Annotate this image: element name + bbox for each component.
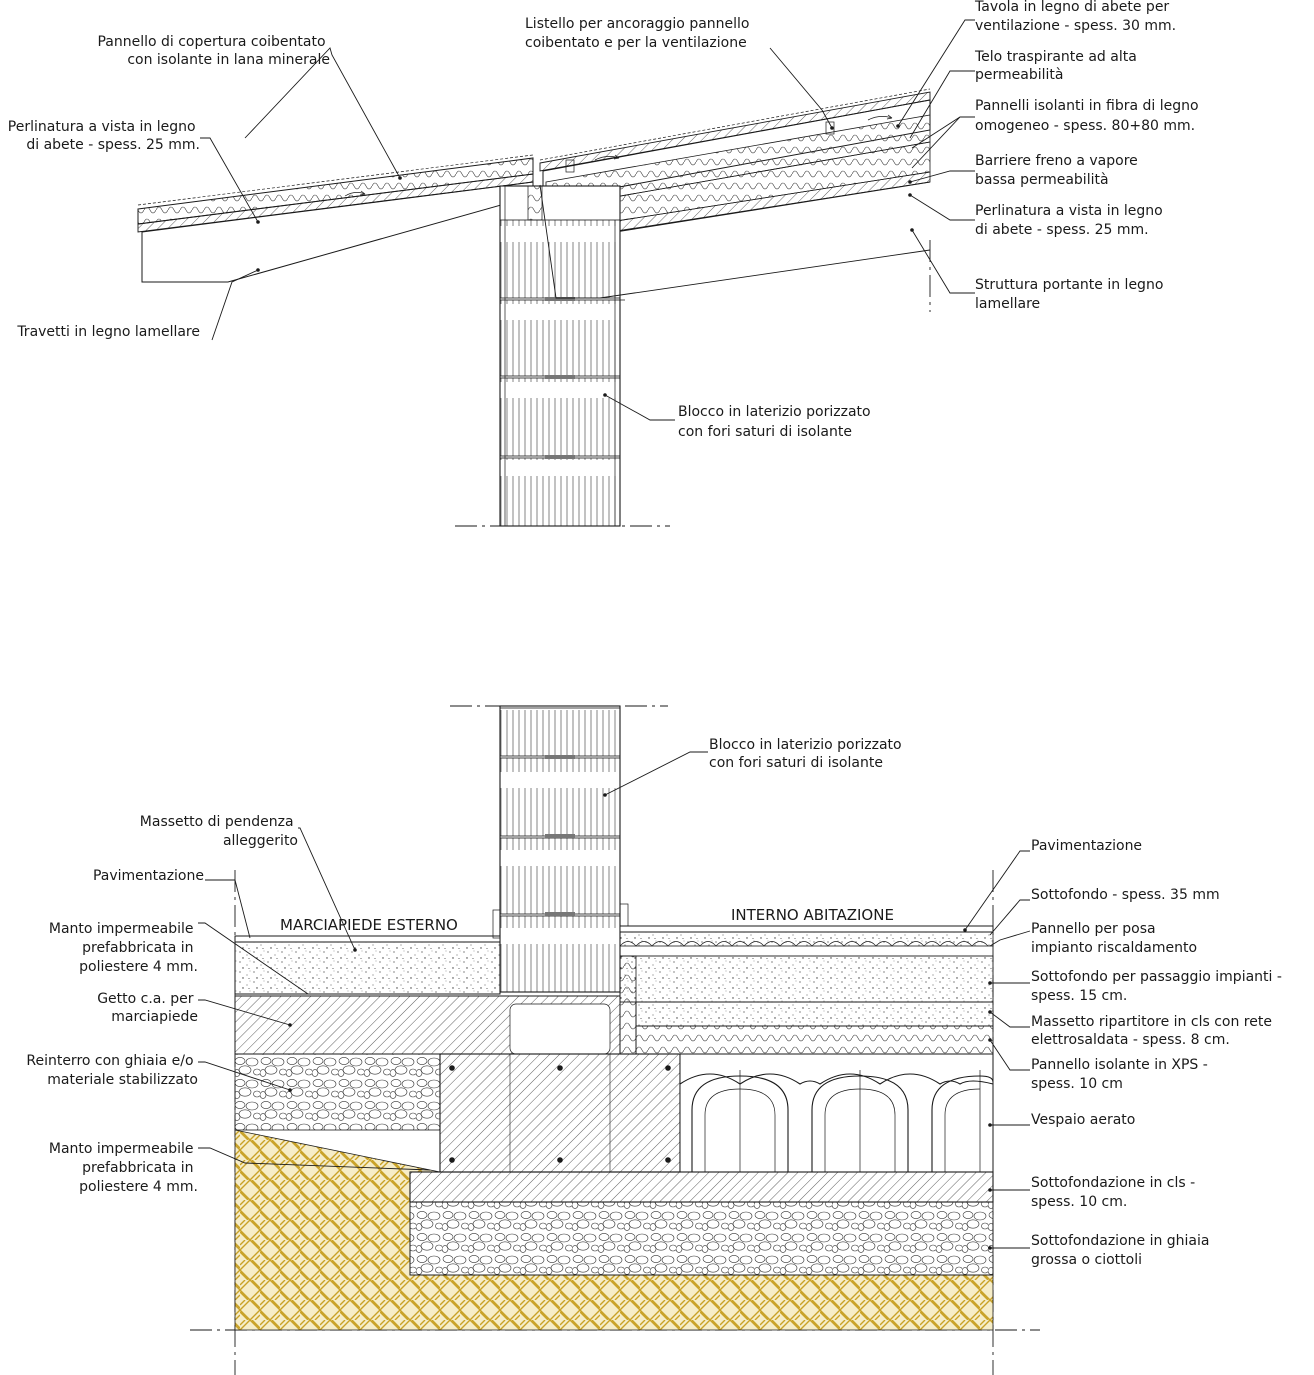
label-perlinatura-right: Perlinatura a vista in legno di abete - …: [975, 203, 1167, 238]
label-listello: Listello per ancoraggio pannello coibent…: [525, 16, 754, 51]
label-manto-top: Manto impermeabile prefabbricata in poli…: [49, 921, 198, 975]
ventilated-crawlspace: [679, 1053, 994, 1173]
label-manto-bottom: Manto impermeabile prefabbricata in poli…: [49, 1141, 198, 1195]
label-xps: Pannello isolante in XPS - spess. 10 cm: [1031, 1057, 1212, 1092]
roof-section: Perlinatura a vista in legno di abete - …: [8, 0, 1203, 527]
label-pannello-posa: Pannello per posa impianto riscaldamento: [1031, 921, 1197, 956]
sub-foundation: [409, 1171, 994, 1276]
foundation-leaders: [198, 751, 1031, 1250]
label-pavimentazione-left: Pavimentazione: [93, 868, 204, 884]
foundation-labels: Blocco in laterizio porizzato con fori s…: [26, 737, 1286, 1268]
label-sottofondo-impianti: Sottofondo per passaggio impianti - spes…: [1031, 969, 1286, 1004]
foundation-section: MARCIAPIEDE ESTERNO INTERNO ABITAZIONE B…: [26, 705, 1286, 1375]
label-reinterro: Reinterro con ghiaia e/o materiale stabi…: [26, 1053, 198, 1088]
foundation-beam: [410, 1053, 681, 1173]
label-sottofondazione-ghiaia: Sottofondazione in ghiaia grossa o ciott…: [1031, 1233, 1214, 1268]
label-blocco-foundation: Blocco in laterizio porizzato con fori s…: [709, 737, 906, 771]
foundation-wall-bricks: [499, 705, 621, 993]
label-blocco-roof: Blocco in laterizio porizzato con fori s…: [678, 404, 875, 440]
roof-wall-bricks: [455, 185, 931, 527]
label-pannelli-fibra: Pannelli isolanti in fibra di legno omog…: [975, 98, 1203, 134]
title-interno-abitazione: INTERNO ABITAZIONE: [731, 906, 894, 924]
label-sottofondazione-cls: Sottofondazione in cls - spess. 10 cm.: [1031, 1175, 1200, 1210]
label-pannello-copertura: Pannello di copertura coibentato con iso…: [97, 34, 330, 68]
title-marciapiede-esterno: MARCIAPIEDE ESTERNO: [280, 916, 458, 934]
label-struttura: Struttura portante in legno lamellare: [975, 277, 1168, 312]
roof-leaders: [200, 19, 975, 421]
label-getto: Getto c.a. per marciapiede: [97, 991, 198, 1025]
label-massetto-pendenza: Massetto di pendenza alleggerito: [140, 814, 298, 849]
label-tavola: Tavola in legno di abete per ventilazion…: [974, 0, 1176, 34]
label-travetti: Travetti in legno lamellare: [16, 324, 200, 340]
label-massetto-ripartitore: Massetto ripartitore in cls con rete ele…: [1031, 1014, 1276, 1048]
label-barriera: Barriere freno a vapore bassa permeabili…: [975, 153, 1142, 188]
label-vespaio: Vespaio aerato: [1031, 1112, 1135, 1128]
roof-labels: Perlinatura a vista in legno di abete - …: [8, 0, 1203, 440]
label-telo: Telo traspirante ad alta permeabilità: [974, 49, 1141, 83]
roof-panel-layers: [137, 88, 931, 301]
label-pavimentazione-right: Pavimentazione: [1031, 838, 1142, 854]
interior-floor-layers: [619, 925, 994, 1055]
label-sottofondo-35: Sottofondo - spess. 35 mm: [1031, 887, 1220, 903]
label-perlinatura-left: Perlinatura a vista in legno di abete - …: [8, 119, 200, 153]
